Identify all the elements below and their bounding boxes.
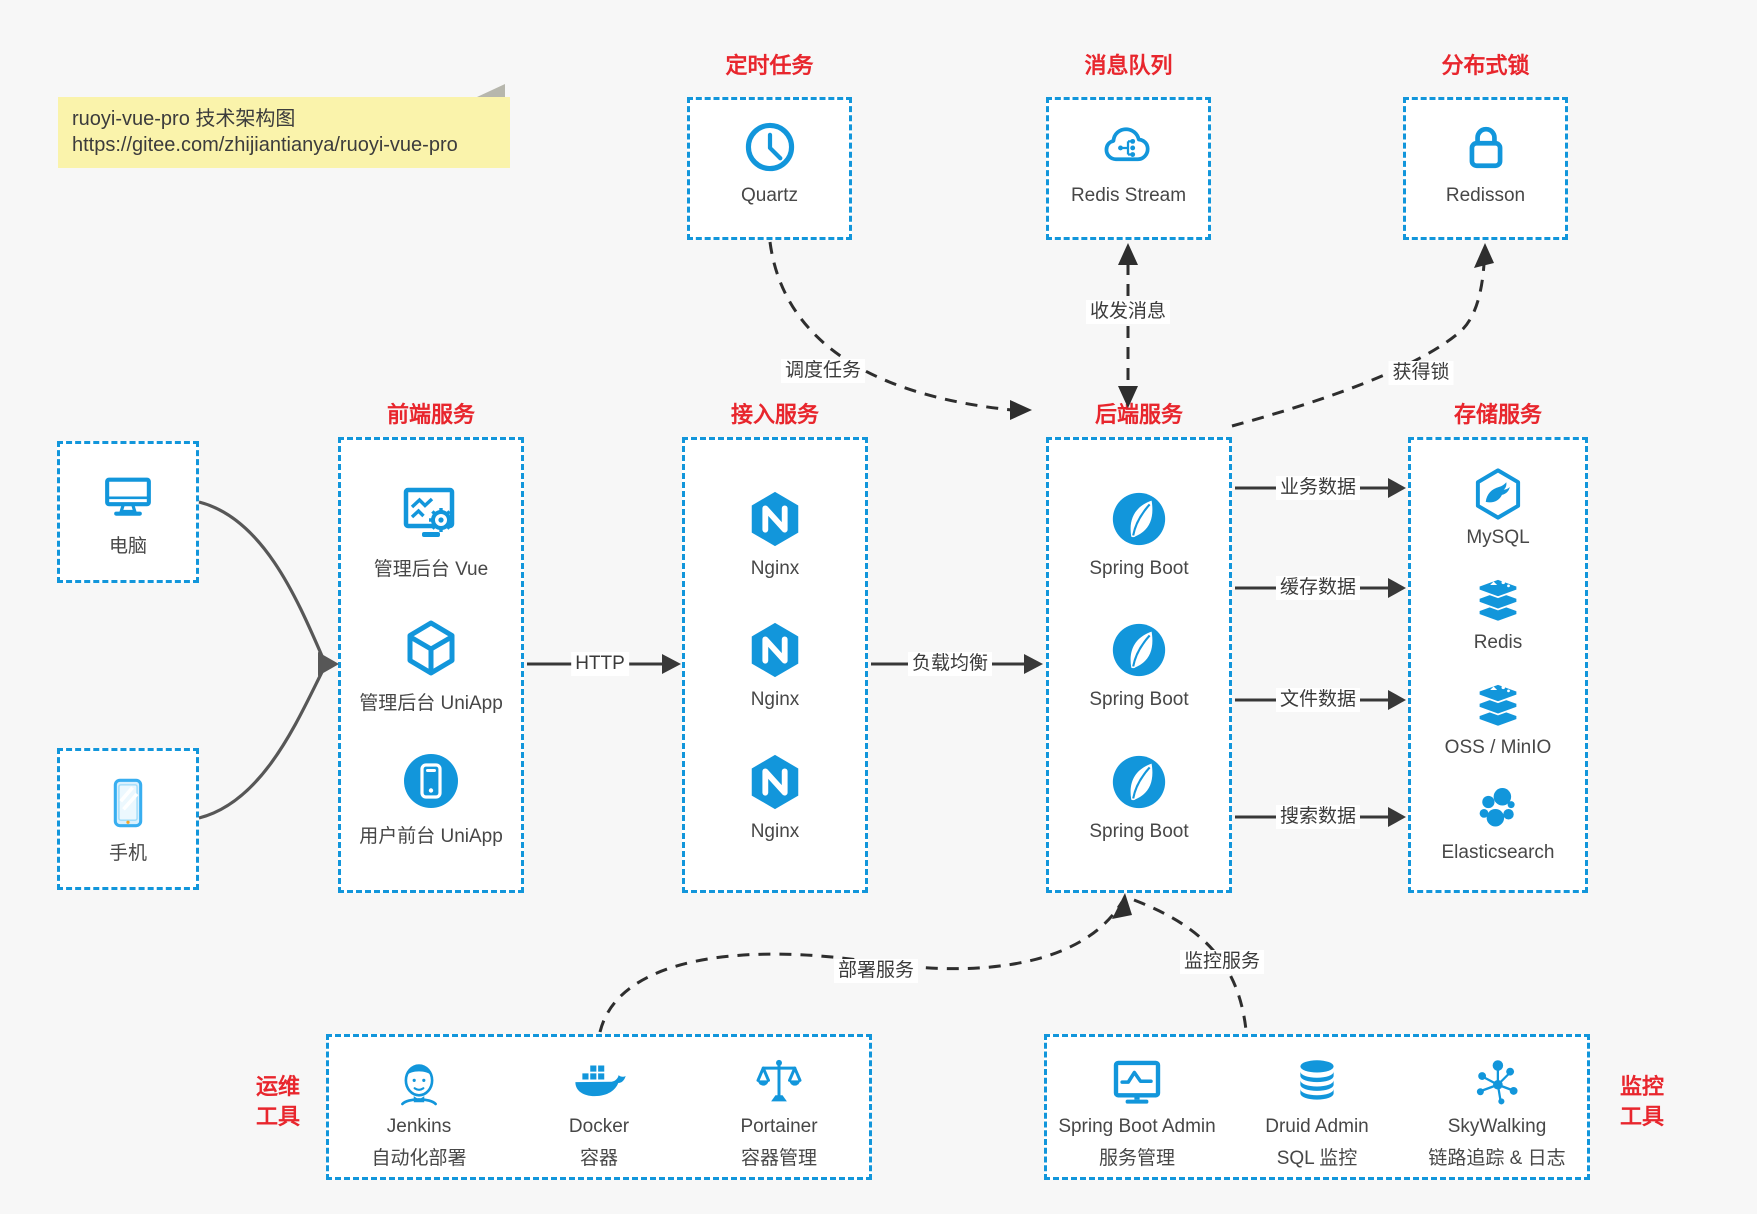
redisson-panel: Redisson bbox=[1403, 97, 1568, 240]
item-label: Nginx bbox=[750, 689, 800, 710]
edge-label-schedule: 调度任务 bbox=[780, 359, 866, 383]
tool-sublabel: 服务管理 bbox=[1098, 1148, 1175, 1169]
note-url: https://gitee.com/zhijiantianya/ruoyi-vu… bbox=[72, 134, 458, 156]
column-title-backend: 后端服务 bbox=[1094, 402, 1183, 427]
desktop-icon bbox=[105, 477, 151, 516]
note-title: ruoyi-vue-pro 技术架构图 bbox=[72, 108, 296, 130]
edge-label-business-data: 业务数据 bbox=[1275, 476, 1361, 500]
tool-label: SkyWalking bbox=[1447, 1116, 1547, 1137]
edge-label-lock: 获得锁 bbox=[1388, 361, 1454, 385]
item-label: 用户前台 UniApp bbox=[359, 825, 503, 847]
column-title-frontend: 前端服务 bbox=[386, 402, 475, 427]
edge-label-deploy: 部署服务 bbox=[833, 959, 919, 983]
item-label: Nginx bbox=[750, 820, 800, 842]
device-label: 手机 bbox=[108, 842, 147, 864]
storage-panel: MySQL Redis bbox=[1408, 437, 1588, 893]
item-label: Nginx bbox=[750, 557, 800, 579]
nginx-icon bbox=[751, 754, 799, 809]
nginx-icon bbox=[751, 491, 799, 546]
note-fold-corner bbox=[477, 84, 505, 97]
monitor-tools-panel: Spring Boot Admin 服务管理 Druid Admin SQL 监… bbox=[1044, 1034, 1590, 1180]
tool-sublabel: SQL 监控 bbox=[1276, 1148, 1358, 1169]
item-label: Elasticsearch bbox=[1441, 842, 1555, 863]
jenkins-icon bbox=[401, 1064, 437, 1106]
ops-tools-title: 运维 工具 bbox=[255, 1074, 300, 1129]
phone-panel: 手机 bbox=[57, 748, 199, 890]
quartz-panel: Quartz bbox=[687, 97, 852, 240]
spring-boot-icon bbox=[1112, 492, 1166, 545]
user-app-icon bbox=[403, 753, 458, 808]
druid-database-icon bbox=[1300, 1060, 1334, 1100]
tool-label: Jenkins bbox=[386, 1116, 452, 1137]
tool-label: Portainer bbox=[740, 1116, 818, 1137]
edge-label-message: 收发消息 bbox=[1085, 300, 1171, 324]
item-label: Spring Boot bbox=[1089, 557, 1189, 579]
item-label: MySQL bbox=[1466, 527, 1530, 548]
backend-panel: Spring Boot Spring Boot Spring Boot bbox=[1046, 437, 1232, 893]
item-label: Redisson bbox=[1445, 185, 1526, 206]
portainer-icon bbox=[756, 1059, 802, 1102]
cloud-share-icon bbox=[1105, 127, 1151, 162]
item-label: Redis Stream bbox=[1070, 185, 1187, 206]
oss-minio-icon bbox=[1477, 682, 1519, 728]
device-label: 电脑 bbox=[108, 535, 147, 557]
lock-icon bbox=[1469, 126, 1502, 169]
redis-icon bbox=[1477, 577, 1519, 623]
frontend-panel: 管理后台 Vue 管理后台 UniApp 用户前台 UniApp bbox=[338, 437, 524, 893]
item-label: OSS / MinIO bbox=[1444, 737, 1552, 758]
redis-stream-panel: Redis Stream bbox=[1046, 97, 1211, 240]
item-label: Quartz bbox=[740, 185, 799, 206]
edge-label-file-data: 文件数据 bbox=[1275, 688, 1361, 712]
item-label: Spring Boot bbox=[1089, 689, 1189, 710]
mysql-icon bbox=[1475, 468, 1521, 520]
tool-label: Docker bbox=[568, 1116, 630, 1137]
docker-icon bbox=[575, 1065, 626, 1097]
nginx-panel: Nginx Nginx Nginx bbox=[682, 437, 868, 893]
group-title-scheduled-tasks: 定时任务 bbox=[725, 53, 814, 78]
spring-boot-admin-icon bbox=[1113, 1060, 1161, 1104]
edge-label-monitor: 监控服务 bbox=[1179, 950, 1265, 974]
item-label: 管理后台 Vue bbox=[373, 559, 489, 581]
smartphone-icon bbox=[113, 778, 143, 827]
clock-icon bbox=[745, 122, 794, 172]
item-label: Redis bbox=[1473, 632, 1523, 653]
tool-label: Druid Admin bbox=[1265, 1116, 1369, 1137]
tool-sublabel: 链路追踪 & 日志 bbox=[1428, 1148, 1566, 1169]
elasticsearch-icon bbox=[1479, 788, 1515, 827]
spring-boot-icon bbox=[1112, 623, 1166, 677]
tool-label: Spring Boot Admin bbox=[1058, 1116, 1216, 1137]
item-label: 管理后台 UniApp bbox=[359, 692, 503, 714]
tool-sublabel: 自动化部署 bbox=[371, 1148, 467, 1169]
skywalking-icon bbox=[1476, 1060, 1518, 1105]
edge-label-search-data: 搜索数据 bbox=[1275, 805, 1361, 829]
tool-sublabel: 容器管理 bbox=[740, 1148, 817, 1169]
admin-vue-icon bbox=[403, 488, 455, 538]
item-label: Spring Boot bbox=[1089, 820, 1189, 842]
pc-panel: 电脑 bbox=[57, 441, 199, 583]
ops-tools-panel: Jenkins 自动化部署 Docker 容器 bbox=[326, 1034, 872, 1180]
group-title-distributed-lock: 分布式锁 bbox=[1441, 53, 1530, 78]
spring-boot-icon bbox=[1112, 755, 1166, 808]
edge-label-cache-data: 缓存数据 bbox=[1275, 576, 1361, 600]
edge-label-http: HTTP bbox=[571, 652, 629, 676]
sticky-note: ruoyi-vue-pro 技术架构图 https://gitee.com/zh… bbox=[58, 84, 510, 168]
nginx-icon bbox=[751, 622, 799, 678]
tool-sublabel: 容器 bbox=[579, 1148, 618, 1169]
column-title-gateway: 接入服务 bbox=[730, 402, 819, 427]
column-title-storage: 存储服务 bbox=[1453, 402, 1542, 427]
uniapp-cube-icon bbox=[407, 620, 455, 675]
monitor-tools-title: 监控 工具 bbox=[1619, 1074, 1664, 1129]
edge-label-load-balance: 负载均衡 bbox=[907, 652, 993, 676]
group-title-message-queue: 消息队列 bbox=[1084, 53, 1173, 78]
